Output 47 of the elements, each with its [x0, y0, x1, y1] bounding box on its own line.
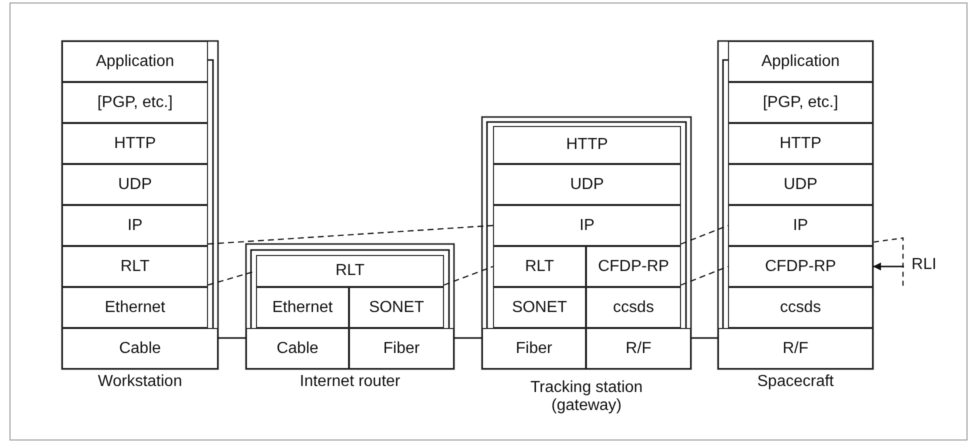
protocol-layer: RLT	[256, 255, 444, 287]
protocol-layer: Ethernet	[62, 287, 208, 328]
protocol-layer: Cable	[246, 328, 349, 369]
connector-line	[722, 59, 728, 328]
stack-caption: Tracking station (gateway)	[529, 379, 644, 415]
connector-line	[218, 337, 246, 339]
protocol-layer: UDP	[493, 164, 681, 205]
protocol-layer: UDP	[62, 164, 208, 205]
connector-line	[691, 337, 718, 339]
peer-link-line	[680, 224, 728, 245]
peer-link-line	[680, 266, 728, 286]
protocol-layer: HTTP	[728, 123, 873, 164]
protocol-layer: SONET	[493, 287, 586, 328]
protocol-layer: SONET	[349, 287, 444, 328]
peer-link-line	[208, 224, 494, 245]
stack-caption: Workstation	[96, 373, 184, 391]
protocol-layer: UDP	[728, 164, 873, 205]
arrow	[873, 262, 904, 270]
protocol-layer: IP	[728, 205, 873, 246]
protocol-layer: R/F	[718, 328, 873, 369]
protocol-layer: Fiber	[349, 328, 454, 369]
connector-line	[208, 59, 214, 328]
protocol-layer: ccsds	[728, 287, 873, 328]
protocol-layer: Application	[62, 41, 208, 82]
stack-caption: Internet router	[298, 373, 402, 391]
protocol-layer: CFDP-RP	[728, 246, 873, 287]
protocol-layer: [PGP, etc.]	[728, 82, 873, 123]
protocol-layer: R/F	[586, 328, 691, 369]
connector-line	[250, 249, 450, 328]
protocol-layer: RLT	[493, 246, 586, 287]
connector-line	[454, 337, 482, 339]
protocol-layer: HTTP	[493, 126, 681, 164]
protocol-layer: [PGP, etc.]	[62, 82, 208, 123]
protocol-layer: HTTP	[62, 123, 208, 164]
protocol-layer: Cable	[62, 328, 218, 369]
protocol-layer: Application	[728, 41, 873, 82]
protocol-layer: IP	[62, 205, 208, 246]
protocol-layer: RLT	[62, 246, 208, 287]
protocol-layer: IP	[493, 205, 681, 246]
protocol-layer: Fiber	[482, 328, 586, 369]
protocol-layer: ccsds	[586, 287, 681, 328]
stack-caption: Spacecraft	[756, 373, 835, 391]
connector-line	[486, 121, 687, 328]
protocol-layer: Ethernet	[256, 287, 349, 328]
protocol-layer: CFDP-RP	[586, 246, 681, 287]
peer-link-line	[444, 266, 494, 286]
layer-label: RLI	[906, 254, 942, 276]
